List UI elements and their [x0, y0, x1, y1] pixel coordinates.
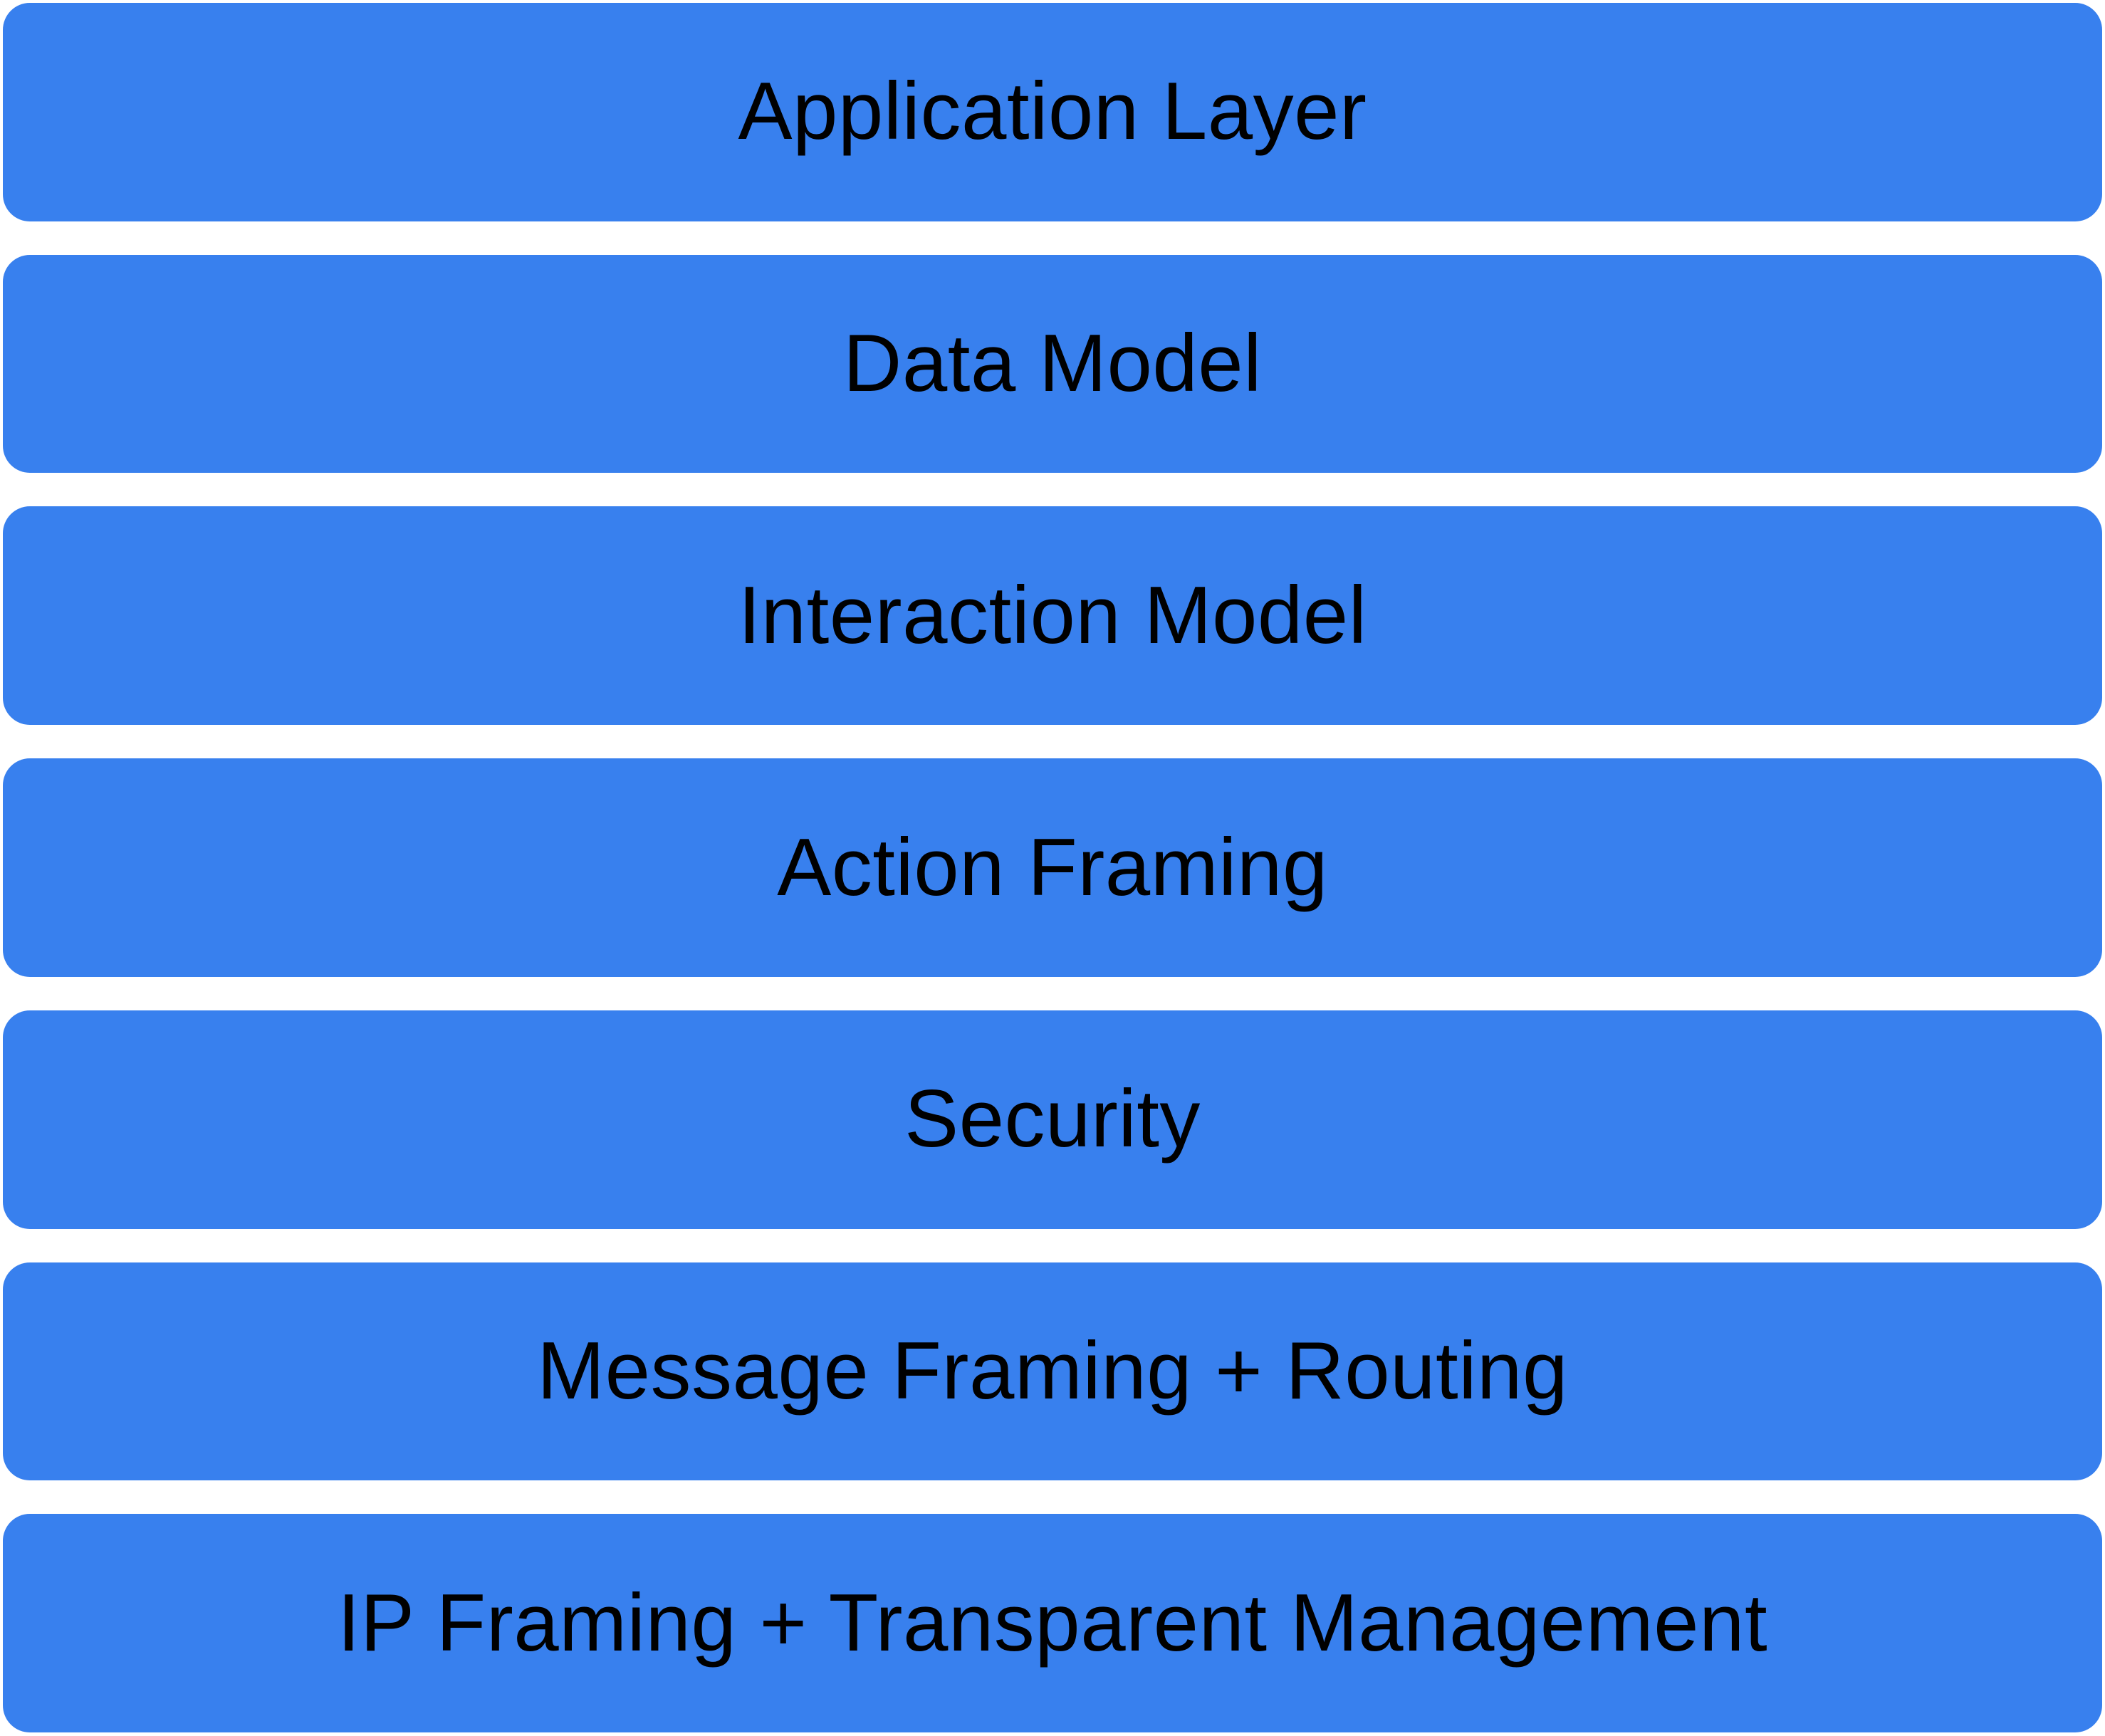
protocol-stack-diagram: Application Layer Data Model Interaction… [3, 3, 2102, 1733]
layer-interaction-model: Interaction Model [3, 506, 2102, 726]
layer-label: Data Model [843, 318, 1262, 409]
layer-data-model: Data Model [3, 254, 2102, 474]
layer-label: Message Framing + Routing [537, 1325, 1568, 1416]
layer-message-framing-routing: Message Framing + Routing [3, 1262, 2102, 1481]
layer-action-framing: Action Framing [3, 758, 2102, 977]
layer-label: Security [904, 1074, 1201, 1165]
layer-label: Application Layer [738, 66, 1367, 157]
layer-application-layer: Application Layer [3, 3, 2102, 221]
layer-label: Interaction Model [738, 570, 1367, 661]
layer-security: Security [3, 1010, 2102, 1229]
layer-ip-framing-transparent-management: IP Framing + Transparent Management [3, 1514, 2102, 1733]
layer-label: Action Framing [777, 822, 1328, 913]
layer-label: IP Framing + Transparent Management [337, 1577, 1768, 1668]
